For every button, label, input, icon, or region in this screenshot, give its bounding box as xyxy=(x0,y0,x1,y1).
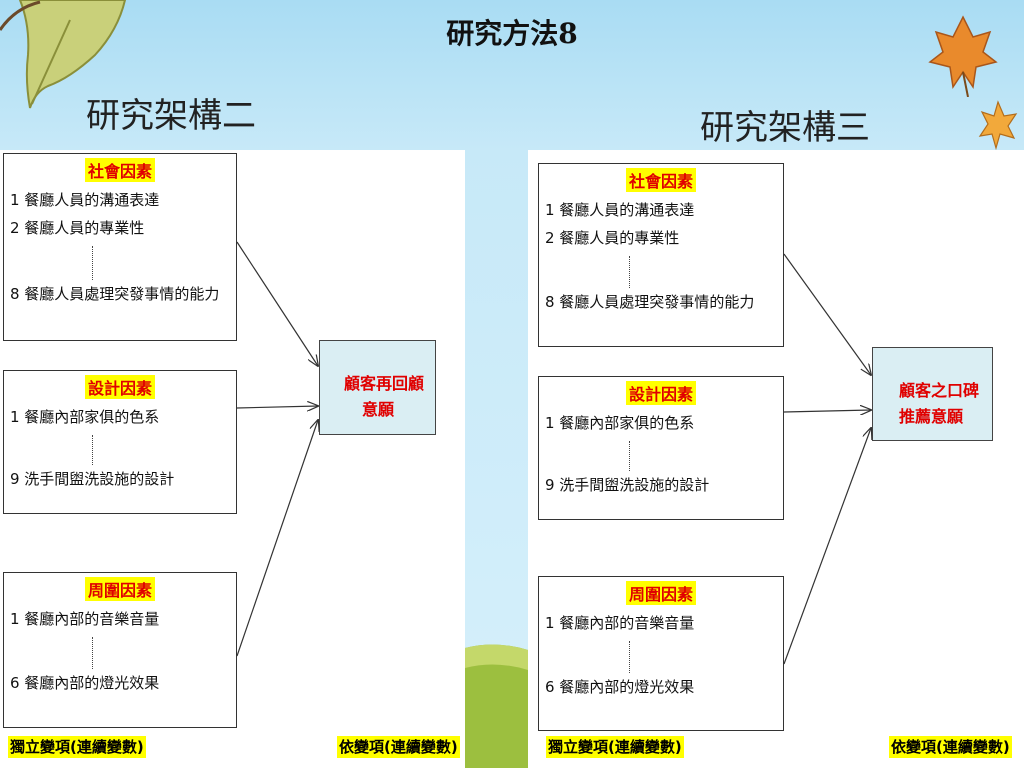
independent-variable-label: 獨立變項(連續變數) xyxy=(8,736,146,758)
factor-item: 1 餐廳內部家俱的色系 xyxy=(545,414,695,432)
framework-two-heading: 研究架構二 xyxy=(86,96,256,136)
target-line: 意願 xyxy=(362,400,395,419)
factor-heading: 設計因素 xyxy=(84,375,155,399)
factor-heading: 設計因素 xyxy=(625,381,696,405)
factor-item: 9 洗手間盥洗設施的設計 xyxy=(545,476,710,494)
green-leaf-icon xyxy=(0,0,127,109)
target-line: 推薦意願 xyxy=(899,407,964,426)
factor-item: 1 餐廳內部的音樂音量 xyxy=(545,614,695,632)
factor-item: 8 餐廳人員處理突發事情的能力 xyxy=(10,285,220,303)
target-line: 顧客再回顧 xyxy=(344,374,425,393)
dependent-variable-label: 依變項(連續變數) xyxy=(889,736,1012,758)
factor-item: 8 餐廳人員處理突發事情的能力 xyxy=(545,293,755,311)
independent-variable-label: 獨立變項(連續變數) xyxy=(546,736,684,758)
factor-heading: 社會因素 xyxy=(84,158,155,182)
target-line: 顧客之口碑 xyxy=(899,381,980,400)
ellipsis-dots xyxy=(92,246,93,280)
factor-heading: 周圍因素 xyxy=(84,577,155,601)
factor-item: 9 洗手間盥洗設施的設計 xyxy=(10,470,175,488)
factor-item: 2 餐廳人員的專業性 xyxy=(545,229,680,247)
design-factor-box: 設計因素 1 餐廳內部家俱的色系 9 洗手間盥洗設施的設計 xyxy=(3,370,237,514)
small-leaf-icon xyxy=(978,100,1018,150)
factor-item: 1 餐廳內部家俱的色系 xyxy=(10,408,160,426)
green-hill-decoration xyxy=(465,644,528,768)
factor-item: 2 餐廳人員的專業性 xyxy=(10,219,145,237)
design-factor-box: 設計因素 1 餐廳內部家俱的色系 9 洗手間盥洗設施的設計 xyxy=(538,376,784,520)
framework-three-heading: 研究架構三 xyxy=(700,108,870,148)
ellipsis-dots xyxy=(629,256,630,288)
revisit-intention-box: 顧客再回顧 意願 xyxy=(319,340,436,435)
orange-leaf-icon xyxy=(928,15,998,97)
factor-item: 1 餐廳人員的溝通表達 xyxy=(545,201,695,219)
dependent-variable-label: 依變項(連續變數) xyxy=(337,736,460,758)
page-title: 研究方法8 xyxy=(446,17,578,50)
factor-item: 6 餐廳內部的燈光效果 xyxy=(10,674,160,692)
factor-heading: 周圍因素 xyxy=(625,581,696,605)
ellipsis-dots xyxy=(92,637,93,669)
factor-item: 6 餐廳內部的燈光效果 xyxy=(545,678,695,696)
social-factor-box: 社會因素 1 餐廳人員的溝通表達 2 餐廳人員的專業性 8 餐廳人員處理突發事情… xyxy=(538,163,784,347)
ambient-factor-box: 周圍因素 1 餐廳內部的音樂音量 6 餐廳內部的燈光效果 xyxy=(3,572,237,728)
factor-item: 1 餐廳內部的音樂音量 xyxy=(10,610,160,628)
ellipsis-dots xyxy=(92,435,93,465)
ambient-factor-box: 周圍因素 1 餐廳內部的音樂音量 6 餐廳內部的燈光效果 xyxy=(538,576,784,731)
ellipsis-dots xyxy=(629,641,630,673)
factor-heading: 社會因素 xyxy=(625,168,696,192)
social-factor-box: 社會因素 1 餐廳人員的溝通表達 2 餐廳人員的專業性 8 餐廳人員處理突發事情… xyxy=(3,153,237,341)
ellipsis-dots xyxy=(629,441,630,471)
word-of-mouth-intention-box: 顧客之口碑 推薦意願 xyxy=(872,347,993,441)
factor-item: 1 餐廳人員的溝通表達 xyxy=(10,191,160,209)
